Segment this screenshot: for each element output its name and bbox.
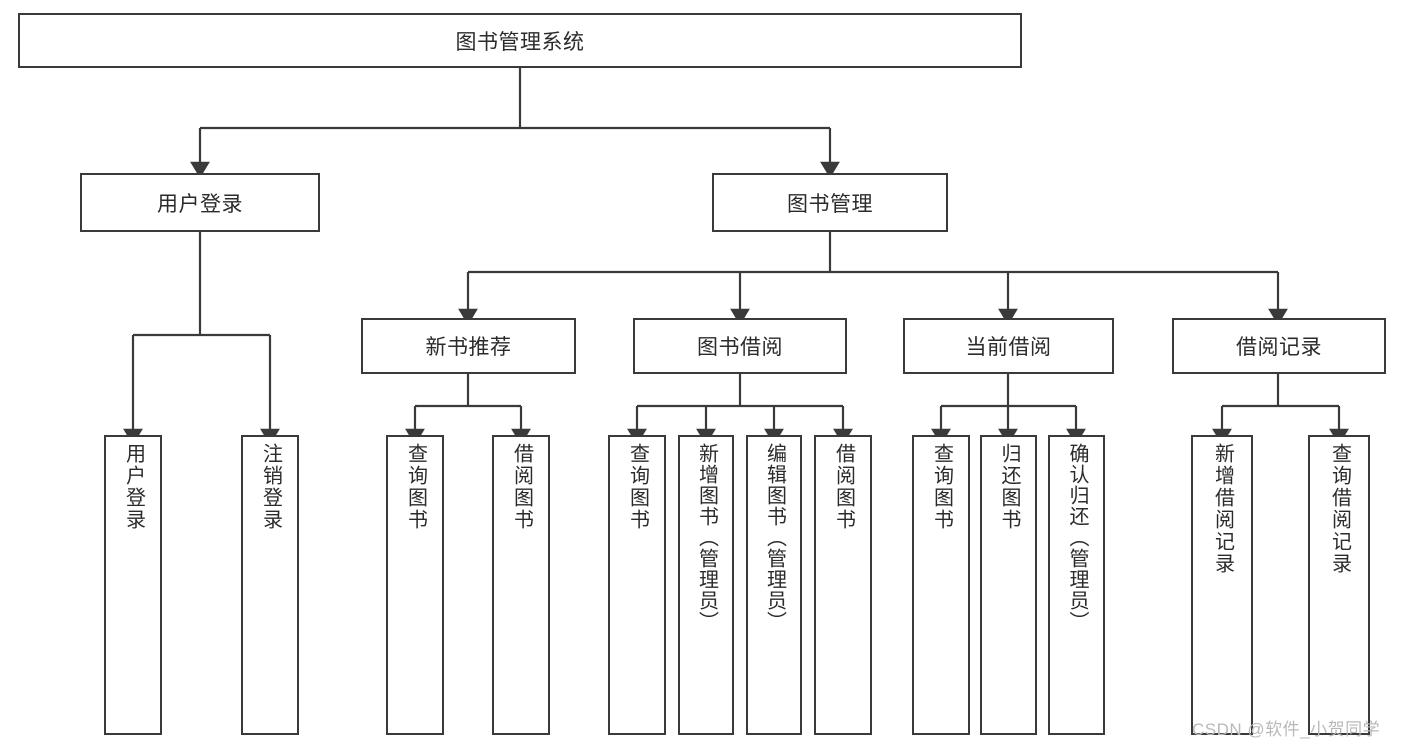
node-book-management[interactable]: 图书管理 xyxy=(712,173,948,232)
leaf-nb-query-book[interactable]: 查询图书 xyxy=(386,435,444,735)
leaf-bb-add-book-admin[interactable]: 新增图书（管理员） xyxy=(678,435,734,735)
node-label: 新增借阅记录 xyxy=(1211,443,1234,575)
node-borrow-record[interactable]: 借阅记录 xyxy=(1172,318,1386,374)
node-current-borrow[interactable]: 当前借阅 xyxy=(903,318,1114,374)
node-label: 当前借阅 xyxy=(965,336,1052,359)
csdn-watermark: CSDN @软件_小贺同学 xyxy=(1192,720,1381,739)
node-label: 新书推荐 xyxy=(425,336,512,359)
node-label: 图书管理系统 xyxy=(455,30,585,54)
leaf-cb-return-book[interactable]: 归还图书 xyxy=(980,435,1037,735)
node-label: 图书借阅 xyxy=(697,336,783,359)
node-label: 查询借阅记录 xyxy=(1328,443,1351,575)
leaf-cb-query-book[interactable]: 查询图书 xyxy=(912,435,970,735)
node-label: 用户登录 xyxy=(122,443,145,531)
leaf-bb-borrow-book[interactable]: 借阅图书 xyxy=(814,435,872,735)
node-label: 注销登录 xyxy=(259,443,282,531)
node-label: 新增图书（管理员） xyxy=(695,443,718,632)
node-label: 借阅图书 xyxy=(510,443,533,531)
node-new-book-recommend[interactable]: 新书推荐 xyxy=(361,318,576,374)
node-label: 借阅记录 xyxy=(1236,336,1322,359)
leaf-logout[interactable]: 注销登录 xyxy=(241,435,299,735)
node-user-login[interactable]: 用户登录 xyxy=(80,173,320,232)
leaf-bb-query-book[interactable]: 查询图书 xyxy=(608,435,666,735)
node-label: 查询图书 xyxy=(404,443,427,531)
node-book-borrow[interactable]: 图书借阅 xyxy=(633,318,847,374)
node-label: 借阅图书 xyxy=(832,443,855,531)
node-label: 用户登录 xyxy=(157,192,243,216)
node-label: 查询图书 xyxy=(930,443,953,531)
leaf-bb-edit-book-admin[interactable]: 编辑图书（管理员） xyxy=(746,435,802,735)
node-label: 编辑图书（管理员） xyxy=(763,443,786,632)
leaf-cb-confirm-return-admin[interactable]: 确认归还（管理员） xyxy=(1048,435,1105,735)
leaf-br-add-record[interactable]: 新增借阅记录 xyxy=(1191,435,1253,735)
node-label: 查询图书 xyxy=(626,443,649,531)
node-label: 确认归还（管理员） xyxy=(1066,443,1088,632)
leaf-user-login[interactable]: 用户登录 xyxy=(104,435,162,735)
node-label: 图书管理 xyxy=(787,192,873,216)
leaf-br-query-record[interactable]: 查询借阅记录 xyxy=(1308,435,1370,735)
leaf-nb-borrow-book[interactable]: 借阅图书 xyxy=(492,435,550,735)
node-root-system[interactable]: 图书管理系统 xyxy=(18,13,1022,68)
node-label: 归还图书 xyxy=(998,443,1020,531)
